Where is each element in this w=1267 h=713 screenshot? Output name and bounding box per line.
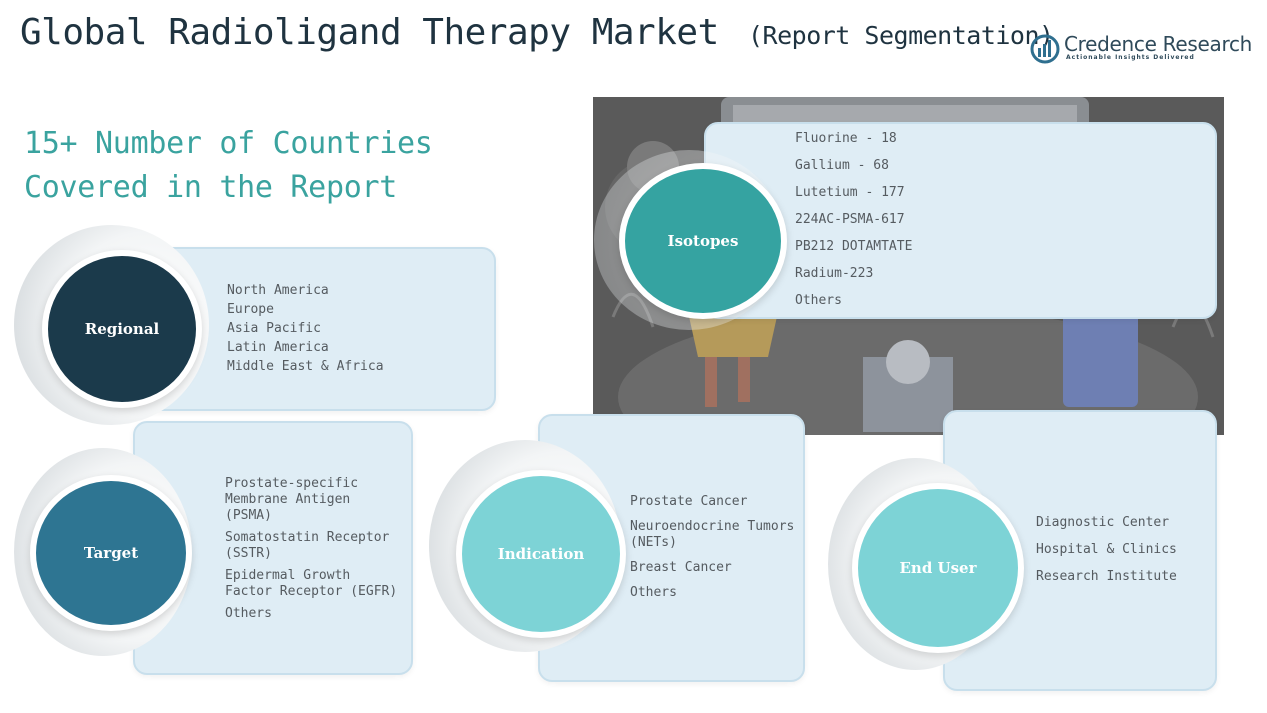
- logo-mark-icon: [1030, 34, 1060, 64]
- list-item: Prostate Cancer: [630, 494, 748, 509]
- list-item: 224AC-PSMA-617: [795, 212, 905, 227]
- page-title: Global Radioligand Therapy Market: [20, 12, 719, 53]
- target-label: Target: [83, 544, 139, 562]
- page-subtitle: (Report Segmentation): [748, 21, 1054, 50]
- list-item: Epidermal Growth Factor Receptor (EGFR): [225, 568, 398, 599]
- list-item: Neuroendocrine Tumors (NETs): [630, 519, 795, 550]
- list-item: Europe: [227, 302, 274, 317]
- end-user-label: End User: [899, 559, 977, 577]
- isotopes-card: [704, 122, 1217, 319]
- isotopes-label: Isotopes: [667, 232, 739, 250]
- isotopes-circle: Isotopes: [619, 163, 787, 319]
- list-item: PB212 DOTAMTATE: [795, 239, 913, 254]
- countries-covered-text: 15+ Number of Countries Covered in the R…: [24, 126, 433, 205]
- list-item: North America: [227, 283, 329, 298]
- list-item: Research Institute: [1036, 569, 1177, 584]
- isotopes-list: Fluorine - 18 Gallium - 68 Lutetium - 177 2…: [795, 131, 1195, 320]
- list-item: Radium-223: [795, 266, 874, 281]
- indication-circle: Indication: [456, 470, 626, 638]
- list-item: Breast Cancer: [630, 560, 732, 575]
- list-item: Fluorine - 18: [795, 131, 897, 146]
- list-item: Asia Pacific: [227, 321, 321, 336]
- list-item: Prostate-specific Membrane Antigen (PSMA…: [225, 476, 359, 523]
- list-item: Others: [630, 585, 677, 600]
- list-item: Others: [795, 293, 842, 308]
- end-user-circle: End User: [852, 483, 1024, 653]
- list-item: Hospital & Clinics: [1036, 542, 1177, 557]
- regional-circle: Regional: [42, 250, 202, 408]
- list-item: Latin America: [227, 340, 329, 355]
- target-list: Prostate-specific Membrane Antigen (PSMA…: [225, 476, 405, 628]
- list-item: Others: [225, 606, 272, 621]
- list-item: Somatostatin Receptor (SSTR): [225, 530, 390, 561]
- indication-label: Indication: [497, 545, 585, 563]
- logo-name: Credence Research: [1064, 32, 1253, 56]
- regional-label: Regional: [84, 320, 160, 338]
- list-item: Gallium - 68: [795, 158, 889, 173]
- logo-tagline: Actionable Insights Delivered: [1066, 54, 1195, 61]
- list-item: Lutetium - 177: [795, 185, 905, 200]
- target-circle: Target: [30, 475, 192, 631]
- company-logo: Credence Research Actionable Insights De…: [1030, 32, 1252, 66]
- list-item: Diagnostic Center: [1036, 515, 1170, 530]
- list-item: Middle East & Africa: [227, 359, 384, 374]
